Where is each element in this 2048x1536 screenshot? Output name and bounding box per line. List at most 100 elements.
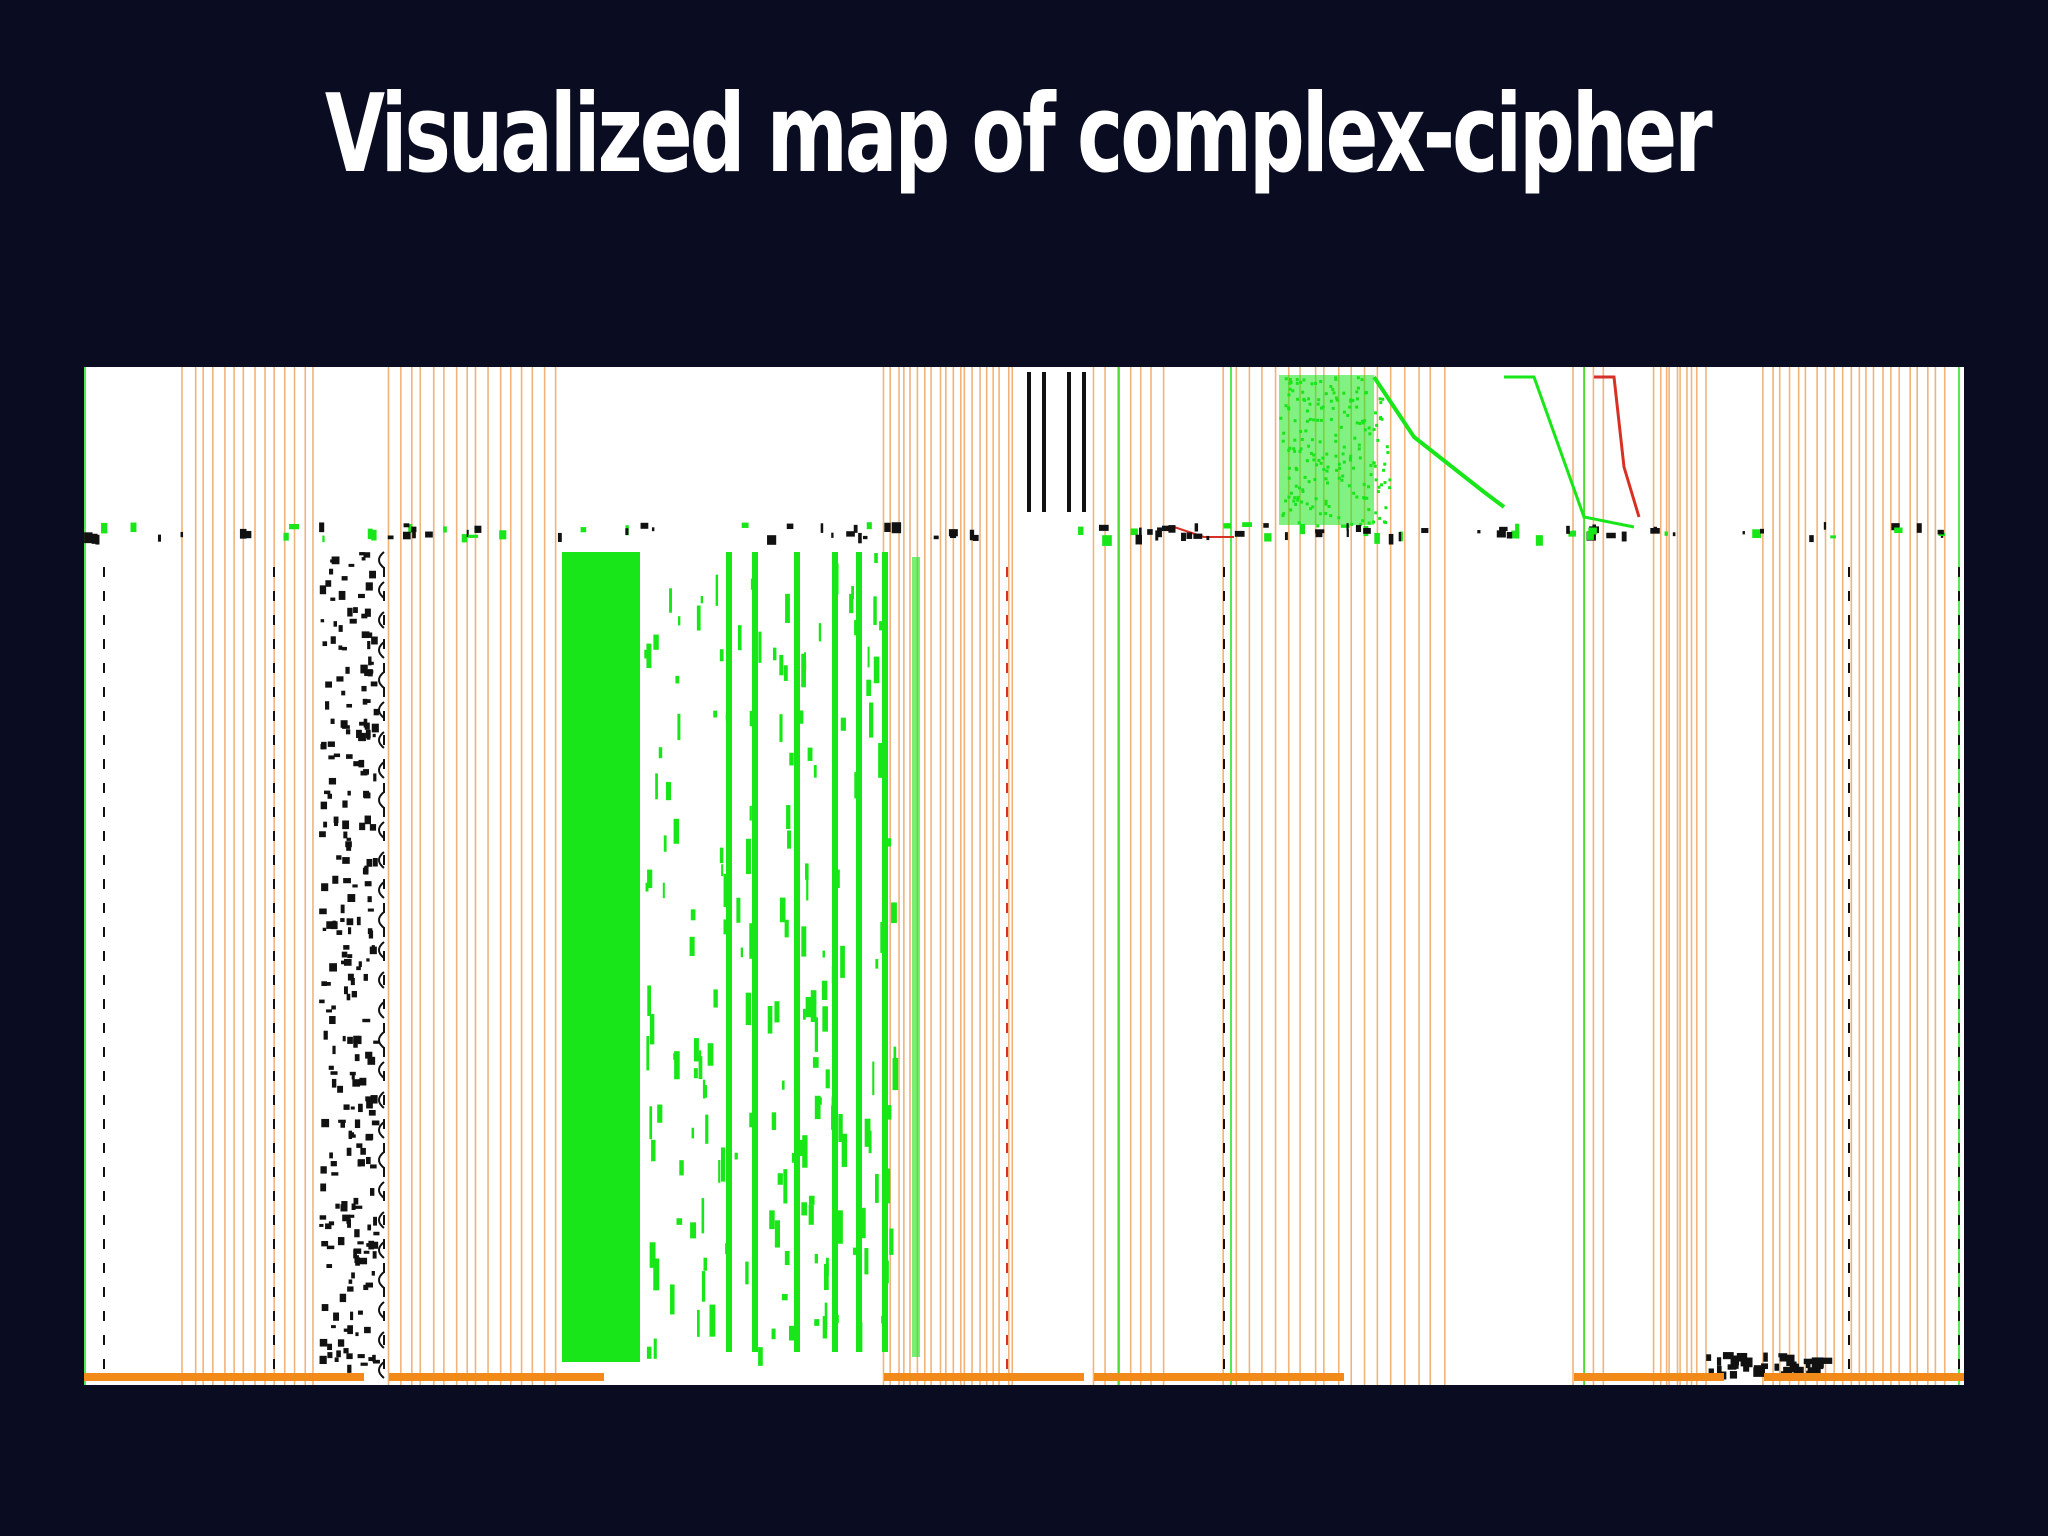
green-speck bbox=[1295, 378, 1299, 382]
green-dash bbox=[670, 1284, 675, 1315]
black-dot bbox=[319, 585, 327, 595]
black-dot bbox=[371, 636, 378, 645]
header-mark bbox=[1742, 531, 1745, 535]
green-dash bbox=[886, 1105, 892, 1120]
green-speck bbox=[1385, 445, 1389, 449]
black-dot bbox=[332, 1045, 336, 1055]
header-mark bbox=[1102, 535, 1112, 546]
bracket-mark bbox=[378, 1361, 385, 1379]
black-dot bbox=[331, 1325, 336, 1329]
black-dot bbox=[340, 1120, 346, 1128]
black-dot bbox=[321, 1240, 329, 1247]
footer-mark bbox=[1786, 1354, 1795, 1367]
green-dash bbox=[707, 1043, 714, 1066]
black-dot bbox=[325, 701, 330, 710]
black-dot bbox=[342, 857, 350, 864]
green-speck bbox=[1382, 468, 1386, 472]
black-dot bbox=[368, 1240, 375, 1250]
green-speck bbox=[1289, 508, 1293, 512]
header-mark bbox=[412, 530, 416, 539]
green-speck bbox=[1364, 391, 1368, 395]
header-mark bbox=[1515, 523, 1520, 534]
black-dot bbox=[323, 821, 328, 828]
green-dash bbox=[840, 717, 846, 731]
header-mark bbox=[1299, 523, 1306, 535]
header-mark bbox=[1263, 523, 1269, 528]
black-dot bbox=[365, 1096, 372, 1102]
header-mark bbox=[862, 535, 868, 540]
green-dash bbox=[781, 1293, 788, 1301]
black-dot bbox=[347, 894, 356, 902]
black-dot bbox=[343, 945, 350, 950]
bracket-mark bbox=[378, 1271, 385, 1289]
black-dot bbox=[354, 1255, 359, 1264]
address-segment bbox=[389, 1373, 604, 1381]
black-dot bbox=[335, 1203, 340, 1209]
footer-mark bbox=[1708, 1368, 1714, 1374]
black-dot bbox=[355, 1205, 363, 1209]
green-speck bbox=[1381, 397, 1385, 401]
bracket-mark bbox=[378, 701, 385, 719]
header-mark bbox=[820, 523, 824, 533]
header-mark bbox=[1398, 531, 1402, 542]
black-dot bbox=[348, 1132, 355, 1138]
address-segment bbox=[1574, 1373, 1724, 1381]
bracket-mark bbox=[378, 1091, 385, 1109]
black-dot bbox=[359, 1257, 368, 1265]
green-dash bbox=[645, 882, 649, 892]
black-dot bbox=[372, 733, 376, 738]
bracket-mark bbox=[378, 1121, 385, 1139]
green-dash bbox=[709, 1304, 716, 1337]
black-dot bbox=[325, 1223, 332, 1230]
green-dash bbox=[713, 710, 718, 718]
green-speck bbox=[1304, 429, 1308, 433]
black-dot bbox=[363, 1250, 370, 1254]
header-mark bbox=[1340, 524, 1350, 528]
black-pattern-band bbox=[103, 551, 1960, 1379]
header-mark bbox=[1193, 533, 1203, 539]
bracket-mark bbox=[378, 1241, 385, 1259]
black-dot bbox=[366, 731, 371, 740]
green-dash bbox=[814, 1319, 820, 1326]
black-dot bbox=[342, 1214, 351, 1222]
green-speck bbox=[1319, 406, 1323, 410]
green-speck bbox=[1374, 411, 1378, 415]
black-dot bbox=[353, 1197, 359, 1205]
green-speck bbox=[1356, 397, 1360, 401]
green-speck bbox=[1353, 436, 1357, 440]
black-dot bbox=[351, 990, 358, 998]
green-speck bbox=[1334, 433, 1338, 437]
green-speck bbox=[1352, 466, 1356, 470]
green-dash bbox=[838, 1113, 843, 1143]
green-speck bbox=[1326, 481, 1330, 485]
green-speck bbox=[1348, 405, 1352, 409]
black-dot bbox=[369, 1188, 375, 1196]
black-dot bbox=[321, 981, 327, 986]
black-dot bbox=[321, 883, 329, 892]
black-dot bbox=[364, 881, 372, 887]
green-speck bbox=[1324, 477, 1328, 481]
address-segment bbox=[1764, 1373, 1964, 1381]
black-dot bbox=[333, 753, 341, 758]
black-dot bbox=[360, 1147, 366, 1155]
header-mark bbox=[1568, 531, 1576, 537]
black-dot bbox=[352, 884, 358, 888]
green-speck bbox=[1299, 380, 1303, 384]
green-dash bbox=[719, 649, 724, 662]
header-mark bbox=[651, 527, 655, 532]
green-dash bbox=[864, 1118, 871, 1147]
red-trace bbox=[1594, 375, 1641, 518]
black-dot bbox=[340, 904, 345, 914]
green-speck bbox=[1307, 480, 1311, 484]
green-dash bbox=[891, 902, 897, 924]
green-dash bbox=[784, 1250, 790, 1266]
bracket-mark bbox=[378, 941, 385, 959]
header-mark bbox=[866, 522, 872, 530]
green-speck bbox=[1297, 486, 1301, 490]
black-dot bbox=[368, 656, 372, 666]
green-speck bbox=[1293, 419, 1297, 423]
green-speck bbox=[1314, 497, 1318, 501]
black-dot bbox=[330, 636, 336, 644]
black-dot bbox=[364, 815, 371, 825]
header-mark bbox=[1206, 535, 1210, 541]
